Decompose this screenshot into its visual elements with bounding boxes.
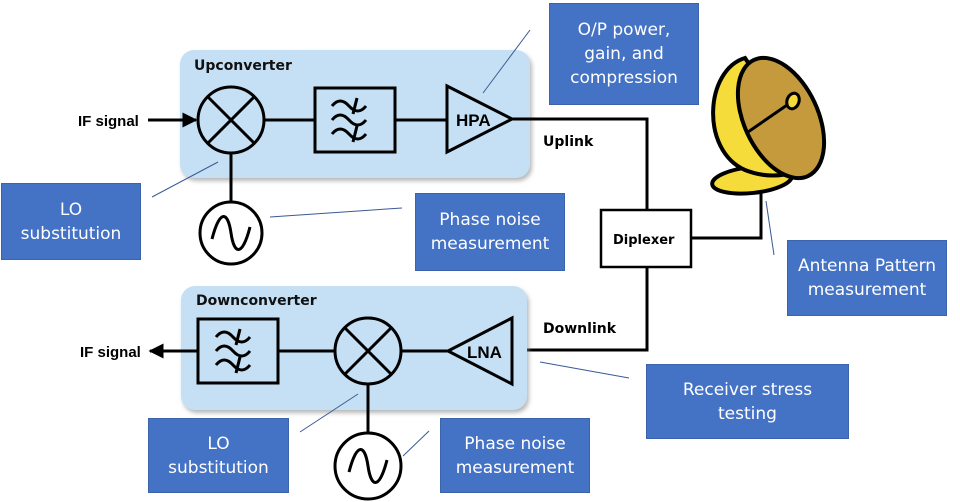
downlink-label: Downlink xyxy=(543,321,617,337)
callout-phase-noise-down: Phase noise measurement xyxy=(440,418,590,493)
callout-op-power-gain-compression: O/P power, gain, and compression xyxy=(549,3,699,105)
callout-lo-substitution-down: LO substitution xyxy=(148,418,289,493)
upconverter-group: Upconverter IF signal HPA xyxy=(78,50,530,266)
downconverter-if-output-label: IF signal xyxy=(80,344,141,361)
phase-noise-up-leader-line xyxy=(269,207,403,218)
satellite-dish-icon xyxy=(710,55,827,196)
hpa-amplifier-icon xyxy=(445,83,516,155)
upconverter-if-input-label: IF signal xyxy=(78,113,139,130)
lna-amplifier-icon xyxy=(444,315,514,387)
downconverter-background xyxy=(181,286,527,410)
antenna-feed-wire xyxy=(691,193,763,240)
diplexer-label: Diplexer xyxy=(613,233,675,248)
op-power-leader-line xyxy=(482,29,531,94)
lna-label: LNA xyxy=(467,343,502,362)
downconverter-title: Downconverter xyxy=(196,293,317,309)
lo-sub-up-leader-line xyxy=(151,161,219,198)
antenna-pattern-leader-line xyxy=(765,200,775,256)
upconverter-title: Upconverter xyxy=(194,58,292,74)
hpa-label: HPA xyxy=(456,111,491,130)
upconverter-lo-oscillator-icon xyxy=(198,200,264,266)
callout-phase-noise-up: Phase noise measurement xyxy=(415,193,565,271)
callout-antenna-pattern: Antenna Pattern measurement xyxy=(787,240,947,316)
receiver-stress-leader-line xyxy=(539,361,630,379)
downconverter-group: Downconverter IF signal LNA xyxy=(80,286,527,501)
uplink-wire xyxy=(512,117,649,210)
upconverter-background xyxy=(180,50,530,178)
downconverter-lo-oscillator-icon xyxy=(333,431,403,501)
phase-noise-down-leader-line xyxy=(402,430,430,457)
downlink-wire xyxy=(512,267,649,352)
callout-receiver-stress: Receiver stress testing xyxy=(646,364,849,439)
lo-sub-down-leader-line xyxy=(299,393,359,433)
uplink-label: Uplink xyxy=(543,134,594,150)
callout-lo-substitution-up: LO substitution xyxy=(1,183,141,260)
